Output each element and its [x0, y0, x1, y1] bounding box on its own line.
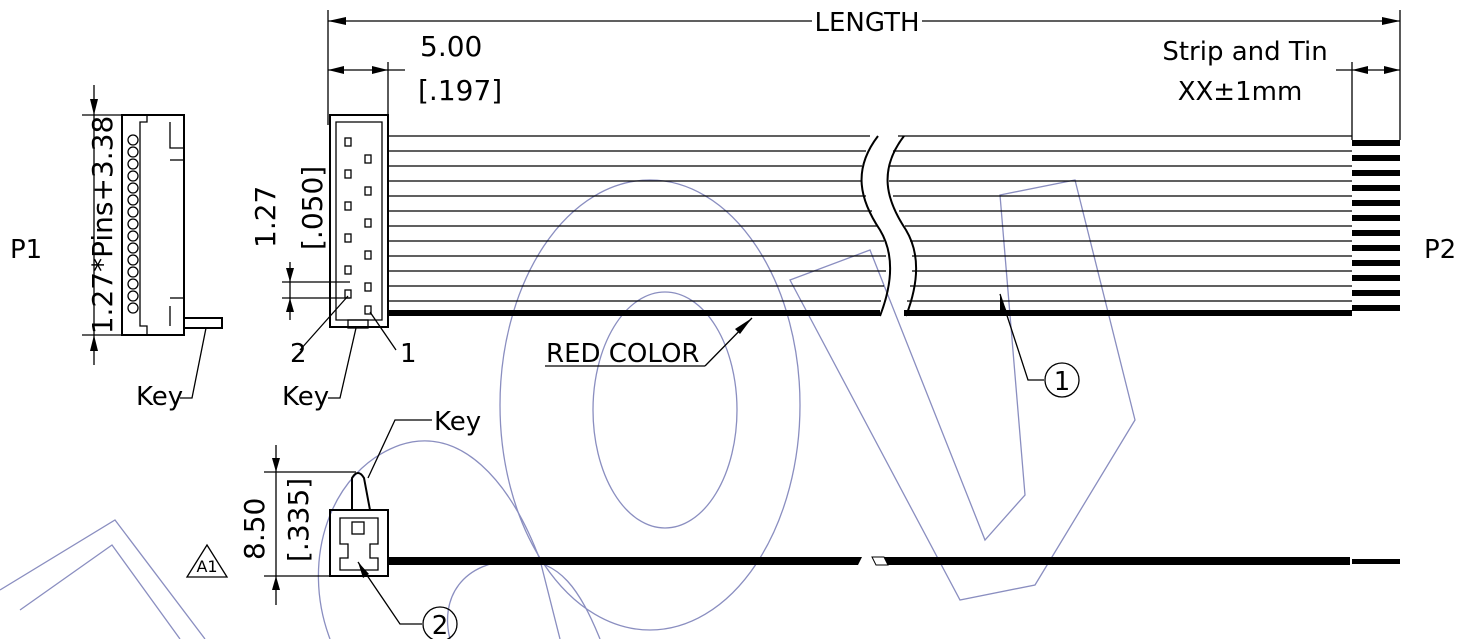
dim-5-00: 5.00 — [420, 30, 482, 63]
callout-2-number: 2 — [432, 611, 449, 639]
p1-side-view — [82, 85, 223, 399]
ribbon-cable — [388, 135, 1400, 317]
connector-front-view — [282, 114, 397, 399]
height-inch-label: [.335] — [282, 478, 315, 562]
height-label: 8.50 — [238, 498, 271, 560]
revision-tag: A1 — [196, 557, 217, 576]
key-label-p1: Key — [136, 382, 183, 412]
length-label: LENGTH — [814, 8, 919, 38]
dim-0-197: [.197] — [418, 74, 502, 107]
strip-tin-tolerance: XX±1mm — [1178, 77, 1303, 107]
stripped-wire-ends — [1352, 140, 1400, 311]
key-label-connector: Key — [282, 382, 329, 412]
watermark-logo — [0, 179, 1136, 639]
pin-1-label: 1 — [400, 339, 417, 369]
end-p2-label: P2 — [1424, 235, 1456, 265]
pitch-label: 1.27 — [249, 186, 282, 248]
end-p1-label: P1 — [10, 235, 42, 265]
offset-dimension — [328, 62, 405, 118]
pitch-inch-label: [.050] — [296, 166, 329, 250]
strip-tin-label: Strip and Tin — [1162, 37, 1327, 67]
ribbon-right — [889, 135, 1352, 316]
length-dimension — [327, 10, 1401, 140]
p1-pin-row — [127, 134, 139, 314]
red-color-label: RED COLOR — [546, 339, 700, 369]
callout-1-number: 1 — [1054, 367, 1071, 397]
pitch-formula-label: 1.27*Pins+3.38 — [86, 116, 119, 335]
ribbon-left — [388, 135, 886, 316]
pin-2-label: 2 — [290, 339, 307, 369]
pin-cavities — [344, 137, 372, 315]
connector-side-view — [185, 419, 1400, 639]
callout-1-leader — [999, 293, 1080, 398]
key-label-side: Key — [434, 407, 481, 437]
red-color-leader — [545, 317, 753, 367]
strip-dimension — [1336, 62, 1400, 140]
